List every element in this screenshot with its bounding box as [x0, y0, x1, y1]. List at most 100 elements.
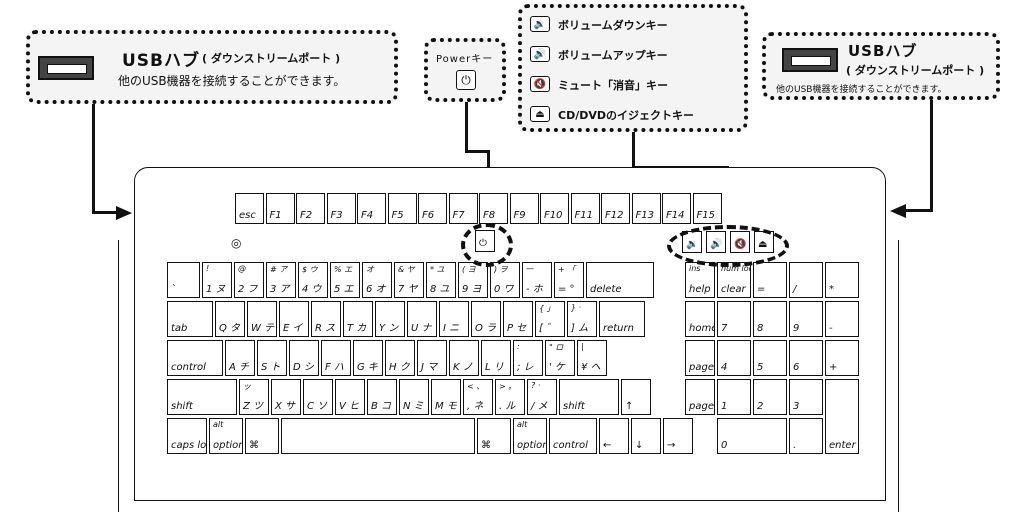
- key-r1-0[interactable]: `: [167, 262, 200, 298]
- key-r2-7[interactable]: U ナ: [407, 301, 437, 337]
- key-r3-7[interactable]: J マ: [417, 340, 447, 376]
- key-r1-2[interactable]: @2 フ: [234, 262, 264, 298]
- key-r3-9[interactable]: L リ: [481, 340, 511, 376]
- fkey-f12[interactable]: F12: [601, 193, 630, 224]
- key-r4-3[interactable]: C ソ: [303, 379, 333, 415]
- key-r4-0[interactable]: shift: [167, 379, 237, 415]
- fkey-f5[interactable]: F5: [387, 193, 417, 224]
- numpad-r1-3[interactable]: *: [825, 262, 859, 298]
- fkey-f14[interactable]: F14: [662, 193, 691, 224]
- key-r4-9[interactable]: > 。. ル: [495, 379, 525, 415]
- key-r5-6[interactable]: control: [549, 418, 597, 454]
- key-r3-1[interactable]: A チ: [225, 340, 255, 376]
- key-r5-7[interactable]: ←: [599, 418, 629, 454]
- numpad-r3-2[interactable]: 6: [789, 340, 823, 376]
- key-r3-4[interactable]: F ハ: [321, 340, 351, 376]
- fkey-f11[interactable]: F11: [570, 193, 600, 224]
- fkey-esc[interactable]: esc: [235, 193, 264, 224]
- nav-key-1[interactable]: home: [685, 301, 715, 337]
- numpad-r3-3[interactable]: +: [825, 340, 859, 376]
- numpad-r1-1[interactable]: =: [753, 262, 787, 298]
- key-r4-2[interactable]: X サ: [271, 379, 301, 415]
- key-r1-11[interactable]: —- ホ: [522, 262, 552, 298]
- numpad-r2-2[interactable]: 9: [789, 301, 823, 337]
- fkey-f10[interactable]: F10: [540, 193, 569, 224]
- key-r5-3[interactable]: [281, 418, 475, 454]
- numpad-0[interactable]: 0: [717, 418, 787, 454]
- key-r3-0[interactable]: control: [167, 340, 223, 376]
- fkey-f6[interactable]: F6: [418, 193, 447, 224]
- key-r3-3[interactable]: D シ: [289, 340, 319, 376]
- key-r2-6[interactable]: Y ン: [375, 301, 405, 337]
- numpad-r4-1[interactable]: 2: [753, 379, 787, 415]
- key-r5-8[interactable]: ↓: [631, 418, 661, 454]
- key-r4-10[interactable]: ? ·/ メ: [527, 379, 557, 415]
- fkey-f1[interactable]: F1: [265, 193, 295, 224]
- numpad-r2-3[interactable]: -: [825, 301, 859, 337]
- key-r2-0[interactable]: tab: [167, 301, 213, 337]
- key-r1-13[interactable]: delete: [586, 262, 654, 298]
- numpad-r3-0[interactable]: 4: [717, 340, 751, 376]
- key-r2-10[interactable]: P セ: [503, 301, 533, 337]
- key-r5-9[interactable]: →: [663, 418, 693, 454]
- fkey-f2[interactable]: F2: [296, 193, 325, 224]
- numpad-r1-2[interactable]: /: [789, 262, 823, 298]
- key-r2-1[interactable]: Q タ: [215, 301, 245, 337]
- key-r2-5[interactable]: T カ: [343, 301, 373, 337]
- key-r4-8[interactable]: < 、, ネ: [463, 379, 493, 415]
- key-r3-11[interactable]: " ロ' ケ: [545, 340, 575, 376]
- key-r3-6[interactable]: H ク: [385, 340, 415, 376]
- key-r3-10[interactable]: :; レ: [513, 340, 543, 376]
- key-r5-0[interactable]: caps lock: [167, 418, 207, 454]
- numpad-enter[interactable]: enter: [825, 379, 859, 454]
- key-r2-3[interactable]: E イ: [279, 301, 309, 337]
- fkey-f15[interactable]: F15: [692, 193, 722, 224]
- key-r4-4[interactable]: V ヒ: [335, 379, 365, 415]
- key-r4-6[interactable]: N ミ: [399, 379, 429, 415]
- key-r1-12[interactable]: + 「= °: [554, 262, 584, 298]
- key-r2-9[interactable]: O ラ: [471, 301, 501, 337]
- key-r3-8[interactable]: K ノ: [449, 340, 479, 376]
- key-r1-1[interactable]: !1 ヌ: [202, 262, 232, 298]
- key-r5-2[interactable]: ⌘: [245, 418, 279, 454]
- key-r3-12[interactable]: |¥ ヘ: [577, 340, 607, 376]
- key-r4-11[interactable]: shift: [559, 379, 619, 415]
- fkey-f13[interactable]: F13: [631, 193, 661, 224]
- key-r2-4[interactable]: R ス: [311, 301, 341, 337]
- key-r3-5[interactable]: G キ: [353, 340, 383, 376]
- nav-key-2[interactable]: page up: [685, 340, 715, 376]
- key-r2-11[interactable]: { 」[ ゛: [535, 301, 565, 337]
- key-r4-7[interactable]: M モ: [431, 379, 461, 415]
- key-r2-2[interactable]: W テ: [247, 301, 277, 337]
- fkey-f8[interactable]: F8: [479, 193, 508, 224]
- fkey-f3[interactable]: F3: [326, 193, 356, 224]
- key-r2-8[interactable]: I ニ: [439, 301, 469, 337]
- key-r2-12[interactable]: } ·] ム: [567, 301, 597, 337]
- numpad-r4-2[interactable]: 3: [789, 379, 823, 415]
- key-r3-2[interactable]: S ト: [257, 340, 287, 376]
- numpad-r1-0[interactable]: num lockclear: [717, 262, 751, 298]
- fkey-f9[interactable]: F9: [509, 193, 539, 224]
- key-r2-13[interactable]: return: [599, 301, 645, 337]
- numpad-r2-0[interactable]: 7: [717, 301, 751, 337]
- key-r5-4[interactable]: ⌘: [477, 418, 511, 454]
- numpad-r4-0[interactable]: 1: [717, 379, 751, 415]
- numpad-r2-1[interactable]: 8: [753, 301, 787, 337]
- key-r4-12[interactable]: ↑: [621, 379, 651, 415]
- numpad-r3-1[interactable]: 5: [753, 340, 787, 376]
- nav-key-3[interactable]: page down: [685, 379, 715, 415]
- fkey-f7[interactable]: F7: [448, 193, 478, 224]
- fkey-f4[interactable]: F4: [357, 193, 386, 224]
